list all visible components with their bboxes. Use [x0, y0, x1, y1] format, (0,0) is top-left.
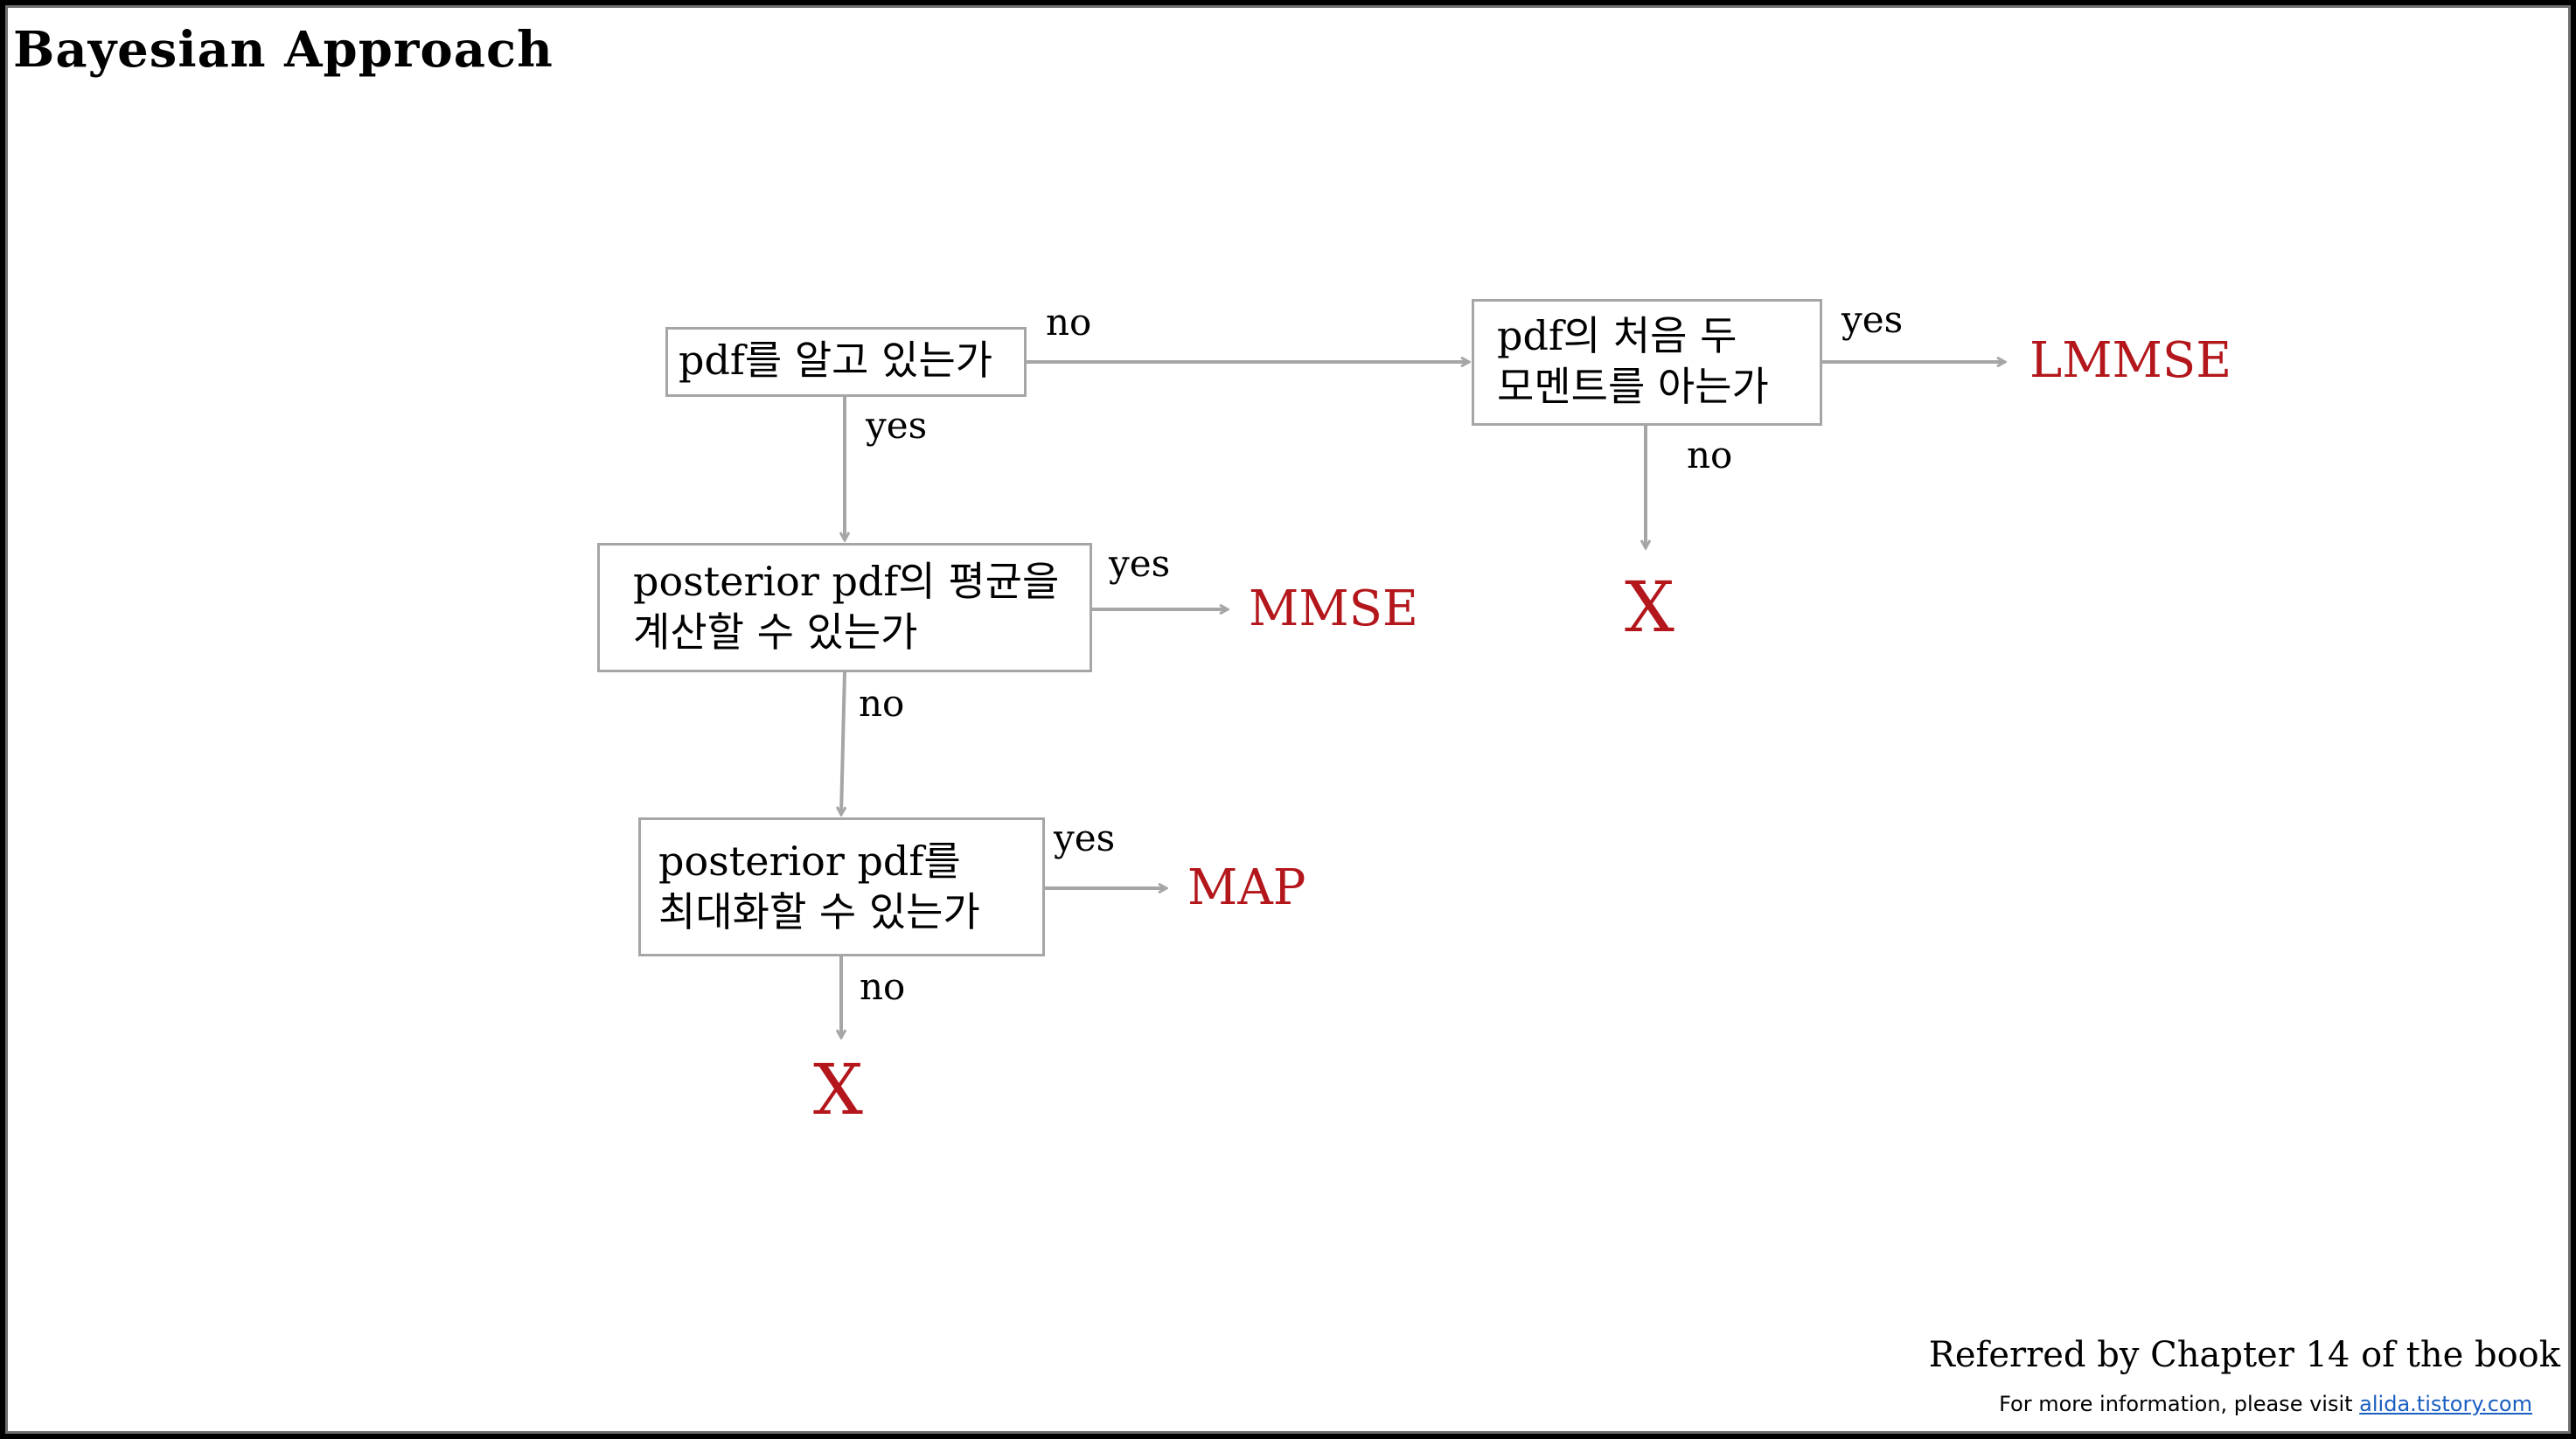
result-mmse: MMSE — [1249, 580, 1418, 637]
label-mean-yes: yes — [1109, 542, 1171, 585]
reference-note: Referred by Chapter 14 of the book — [1928, 1335, 2560, 1375]
label-moments-yes: yes — [1841, 298, 1904, 341]
node-know-pdf-text: pdf를 알고 있는가 — [679, 337, 993, 384]
node-posterior-mean-line2: 계산할 수 있는가 — [633, 608, 918, 656]
node-posterior-max: posterior pdf를 최대화할 수 있는가 — [638, 817, 1045, 956]
node-posterior-max-line1: posterior pdf를 — [658, 838, 961, 885]
label-max-yes: yes — [1054, 817, 1116, 859]
result-map: MAP — [1187, 859, 1306, 916]
result-x-moments: X — [1625, 567, 1674, 648]
slide-canvas — [5, 5, 2571, 1434]
node-know-pdf: pdf를 알고 있는가 — [665, 327, 1027, 397]
label-know-pdf-no: no — [1046, 301, 1092, 344]
label-moments-no: no — [1687, 434, 1733, 476]
arrow-mean-no — [841, 671, 845, 815]
label-max-no: no — [860, 965, 906, 1008]
node-posterior-mean-line1: posterior pdf의 평균을 — [633, 558, 1060, 605]
label-know-pdf-yes: yes — [866, 404, 928, 447]
label-mean-no: no — [859, 682, 905, 725]
more-info-prefix: For more information, please visit — [1999, 1392, 2360, 1416]
more-info-note: For more information, please visit alida… — [1999, 1392, 2532, 1416]
result-x-max: X — [813, 1049, 863, 1130]
page-title: Bayesian Approach — [13, 21, 553, 79]
blog-link[interactable]: alida.tistory.com — [2359, 1392, 2532, 1416]
node-first-two-moments-line1: pdf의 처음 두 — [1497, 312, 1737, 359]
node-first-two-moments: pdf의 처음 두 모멘트를 아는가 — [1472, 299, 1822, 426]
result-lmmse: LMMSE — [2029, 332, 2232, 389]
node-first-two-moments-line2: 모멘트를 아는가 — [1497, 363, 1769, 410]
node-posterior-mean: posterior pdf의 평균을 계산할 수 있는가 — [597, 543, 1092, 672]
node-posterior-max-line2: 최대화할 수 있는가 — [658, 888, 980, 935]
